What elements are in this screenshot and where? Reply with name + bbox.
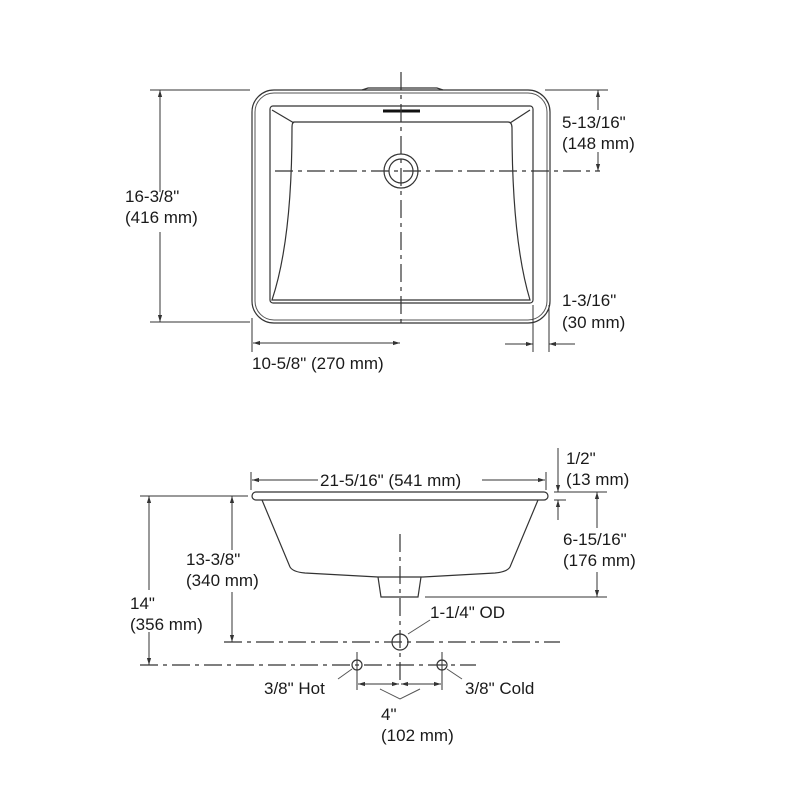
drain-from-back-imperial: 5-13/16" <box>562 113 626 132</box>
bowl-floor <box>271 121 531 301</box>
cold-supply-label: 3/8" Cold <box>465 679 534 698</box>
overflow-notch <box>361 87 444 91</box>
cold-supply-circle <box>436 659 448 671</box>
rim-thickness-imperial: 1/2" <box>566 449 596 468</box>
supply-height-metric: (356 mm) <box>130 615 203 634</box>
rim-thickness-metric: (13 mm) <box>566 470 629 489</box>
side-view: 21-5/16" (541 mm) 1/2" (13 mm) 6-15/16" … <box>130 448 636 745</box>
overall-depth-imperial: 16-3/8" <box>125 187 179 206</box>
bowl-depth-imperial: 6-15/16" <box>563 530 627 549</box>
rim-width-metric: (30 mm) <box>562 313 625 332</box>
supply-spacing-imperial: 4" <box>381 705 397 724</box>
overall-depth-metric: (416 mm) <box>125 208 198 227</box>
half-width-label: 10-5/8" (270 mm) <box>252 354 384 373</box>
sink-rim-profile <box>251 491 549 501</box>
hot-supply-circle <box>351 659 363 671</box>
drain-height-metric: (340 mm) <box>186 571 259 590</box>
top-view: 16-3/8" (416 mm) 5-13/16" (148 mm) 1-3/1… <box>125 72 635 373</box>
drain-height-imperial: 13-3/8" <box>186 550 240 569</box>
supply-height-imperial: 14" <box>130 594 155 613</box>
supply-spacing-metric: (102 mm) <box>381 726 454 745</box>
overall-width-label: 21-5/16" (541 mm) <box>320 471 461 490</box>
drain-from-back-metric: (148 mm) <box>562 134 635 153</box>
rim-width-imperial: 1-3/16" <box>562 291 616 310</box>
drain-stub <box>377 576 422 598</box>
drain-pipe-circle <box>391 633 409 651</box>
drain-od-label: 1-1/4" OD <box>430 603 505 622</box>
bowl-depth-metric: (176 mm) <box>563 551 636 570</box>
hot-supply-label: 3/8" Hot <box>264 679 325 698</box>
